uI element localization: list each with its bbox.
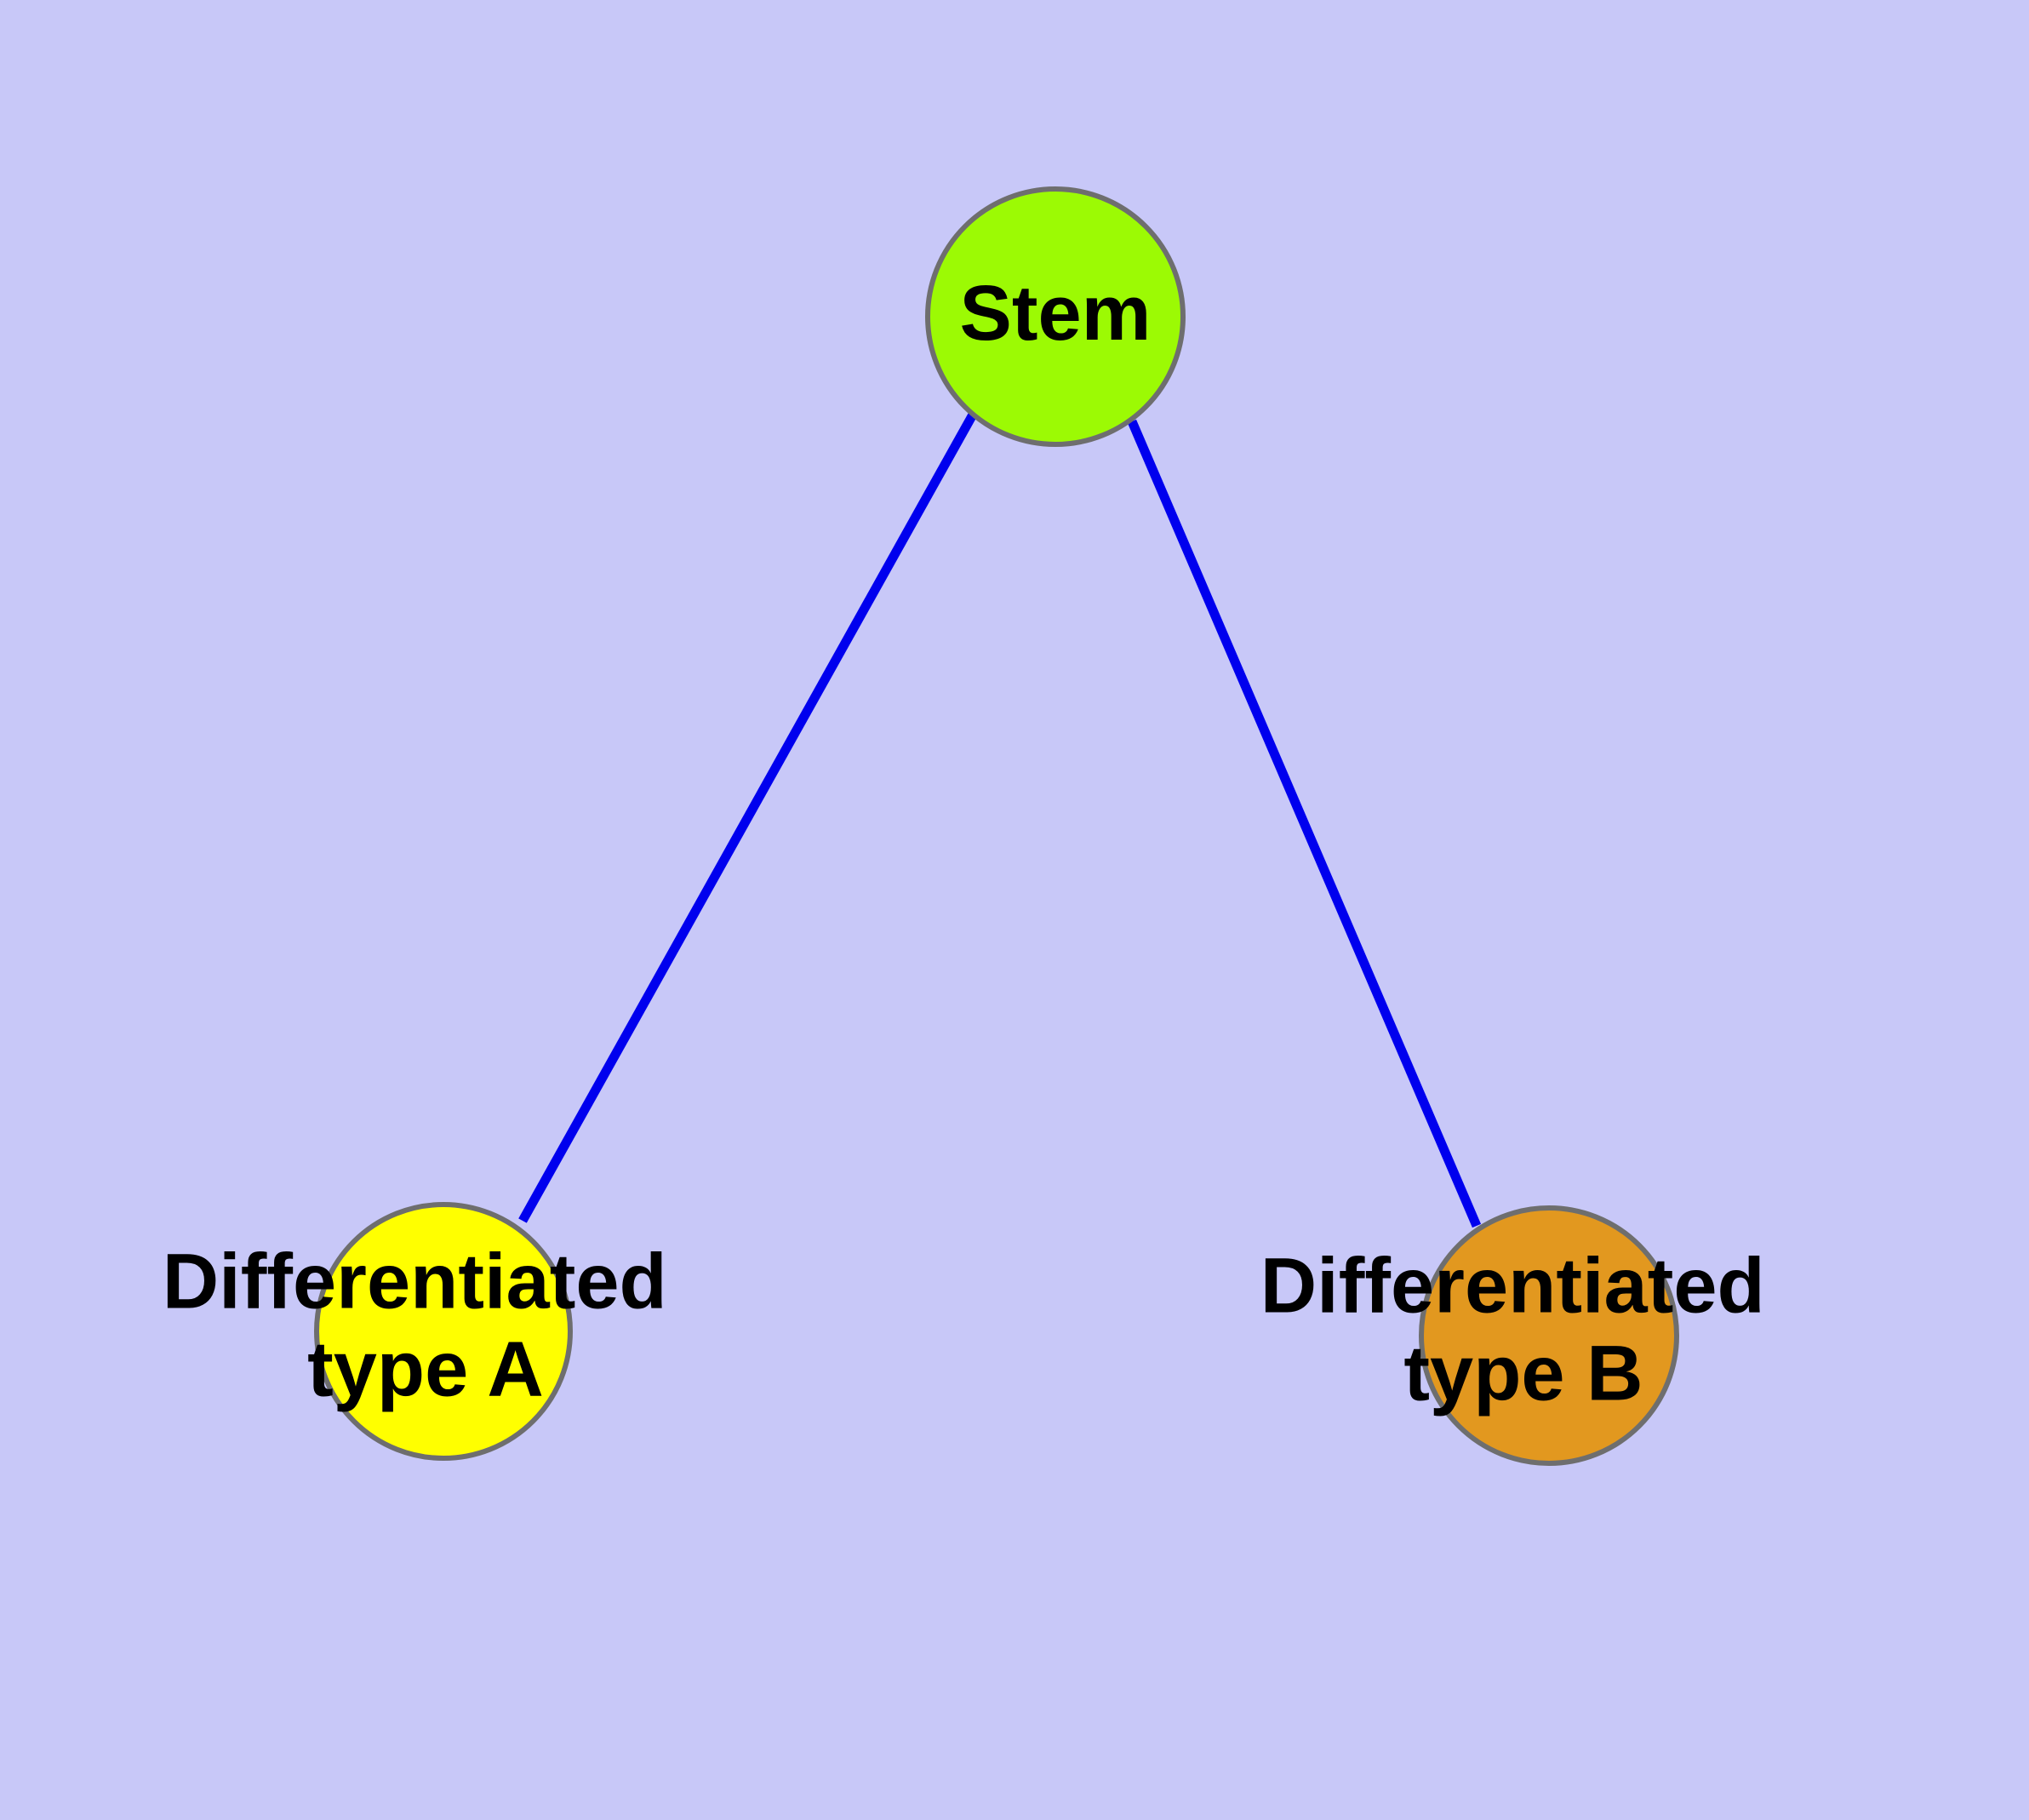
node-differentiated-type-b-label-line-2: type B (1403, 1331, 1643, 1417)
node-differentiated-type-b-circle[interactable] (1419, 1205, 1679, 1466)
label-layer: Stem Differentiated type A Differentiate… (163, 270, 1787, 1417)
node-differentiated-type-b-label-line-1: Differentiated (1260, 1243, 1765, 1330)
edge-stem-to-differentiated-type-b[interactable] (1127, 419, 1482, 1228)
edge-stem-to-differentiated-type-a[interactable] (518, 412, 977, 1223)
edge-layer (518, 412, 1482, 1228)
node-layer (314, 186, 1679, 1466)
node-stem-label-line-1: Stem (960, 270, 1152, 357)
node-differentiated-type-b-label: Differentiated type B (1260, 1243, 1787, 1417)
node-differentiated-type-a-label-line-2: type A (307, 1326, 544, 1413)
node-stem-circle[interactable] (925, 186, 1186, 447)
node-differentiated-type-a-label-line-1: Differentiated (163, 1239, 667, 1325)
node-differentiated-type-a-circle[interactable] (314, 1202, 573, 1461)
node-stem-label: Stem (960, 270, 1152, 357)
node-differentiated-type-a-label: Differentiated type A (163, 1239, 689, 1413)
